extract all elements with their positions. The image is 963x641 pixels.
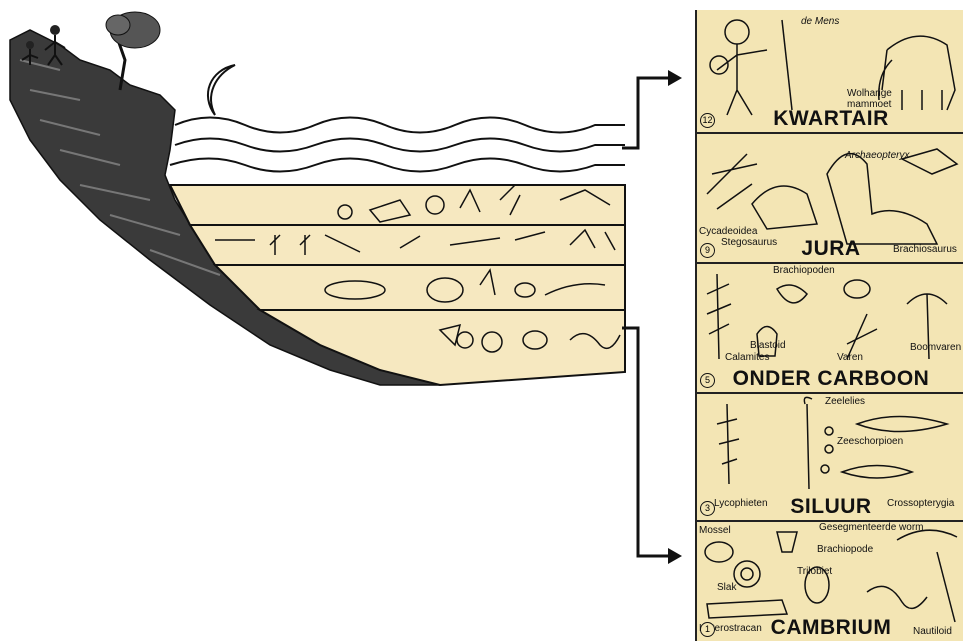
era-label: Blastoid: [750, 340, 786, 351]
era-label: Varen: [837, 352, 863, 363]
era-title: ONDER CARBOON: [697, 367, 963, 391]
era-label: Brachiopoden: [773, 265, 835, 276]
era-cambrium: Mossel Gesegmenteerde worm Brachiopode T…: [697, 522, 963, 641]
era-jura: Archaeopteryx Cycadeoidea Stegosaurus Br…: [697, 134, 963, 264]
era-label: de Mens: [801, 16, 839, 27]
era-title: KWARTAIR: [697, 107, 963, 131]
era-onder-carboon: Brachiopoden Blastoid Calamites Varen Bo…: [697, 264, 963, 394]
geological-eras-panel: de Mens Wolharige mammoet 12 KWARTAIR Ar…: [695, 10, 963, 641]
era-label: Trilobiet: [797, 566, 832, 577]
era-title: SILUUR: [697, 495, 963, 519]
connector-line-bottom: [622, 328, 668, 556]
era-label: Gesegmenteerde worm: [819, 522, 924, 533]
era-label: Boomvaren: [910, 342, 961, 353]
arrow-right-icon: [668, 548, 682, 564]
connector-line-top: [622, 78, 668, 148]
era-title: JURA: [697, 237, 963, 261]
arrow-right-icon: [668, 70, 682, 86]
era-label: Slak: [717, 582, 736, 593]
era-kwartair: de Mens Wolharige mammoet 12 KWARTAIR: [697, 10, 963, 134]
era-label: Brachiopode: [817, 544, 873, 555]
era-label: Mossel: [699, 525, 731, 536]
era-label: Calamites: [725, 352, 769, 363]
era-title: CAMBRIUM: [697, 616, 963, 640]
era-label: Zeelelies: [825, 396, 865, 407]
era-siluur: Zeelelies Zeeschorpioen Lycophieten Cros…: [697, 394, 963, 522]
era-label: Cycadeoidea: [699, 226, 757, 237]
era-label: Archaeopteryx: [845, 150, 909, 161]
era-label: Wolharige: [847, 88, 892, 99]
era-label: Zeeschorpioen: [837, 436, 903, 447]
